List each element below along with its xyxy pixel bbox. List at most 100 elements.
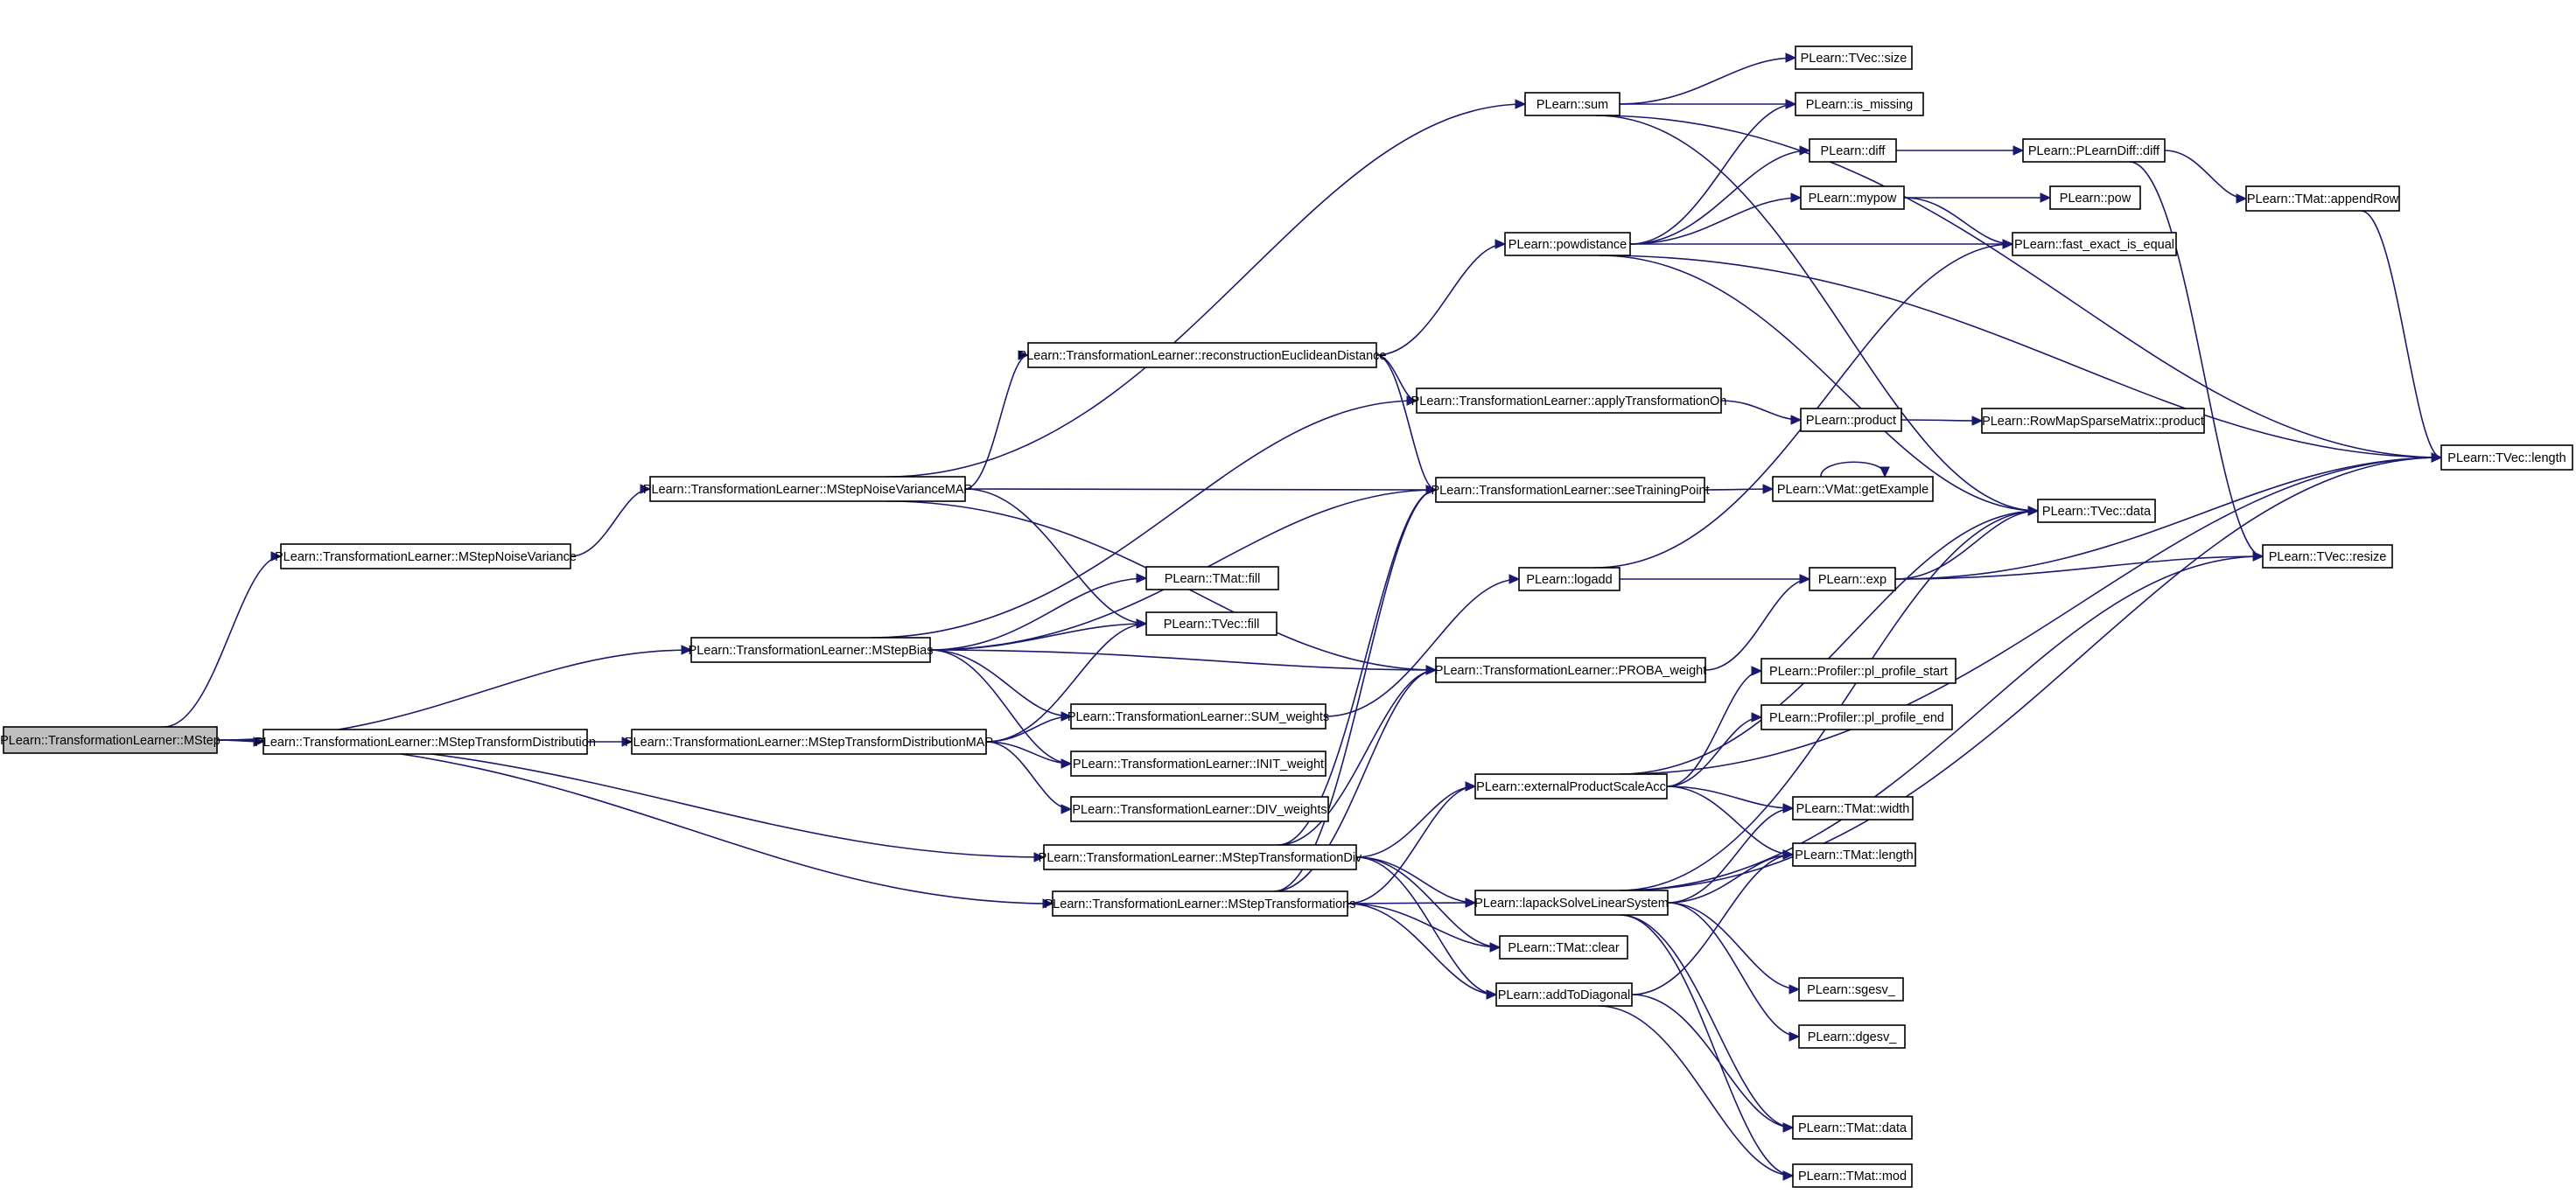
node-tmatlength[interactable]: PLearn::TMat::length	[1792, 842, 1916, 867]
node-msteptdmap[interactable]: PLearn::TransformationLearner::MStepTran…	[625, 729, 993, 755]
node-seeTP[interactable]: PLearn::TransformationLearner::seeTraini…	[1431, 477, 1710, 503]
node-pldiff[interactable]: PLearn::PLearnDiff::diff	[2022, 138, 2166, 163]
arrowhead	[1060, 711, 1073, 722]
node-box	[1524, 92, 1620, 116]
node-ppstart[interactable]: PLearn::Profiler::pl_profile_start	[1760, 658, 1956, 684]
node-proba[interactable]: PLearn::TransformationLearner::PROBA_wei…	[1435, 657, 1707, 683]
node-tmatwidth[interactable]: PLearn::TMat::width	[1792, 796, 1914, 820]
node-mstepnvmap[interactable]: PLearn::TransformationLearner::MStepNois…	[643, 476, 972, 502]
node-box	[1760, 704, 1953, 730]
node-label: PLearn::VMat::getExample	[1777, 483, 1928, 497]
node-sgesv[interactable]: PLearn::sgesv_	[1798, 977, 1904, 1002]
arrowhead	[1508, 574, 1521, 584]
edge-layer	[163, 52, 2443, 1181]
node-logadd[interactable]: PLearn::logadd	[1518, 567, 1620, 591]
node-pow[interactable]: PLearn::pow	[2049, 185, 2141, 210]
edge-line	[1619, 510, 2039, 891]
node-rmsp[interactable]: PLearn::RowMapSparseMatrix::product	[1981, 408, 2205, 434]
node-diff[interactable]: PLearn::diff	[1809, 138, 1897, 163]
node-initw[interactable]: PLearn::TransformationLearner::INIT_weig…	[1070, 751, 1326, 777]
edge-line	[1720, 400, 1802, 421]
node-tvecfill[interactable]: PLearn::TVec::fill	[1145, 611, 1278, 636]
node-extprod[interactable]: PLearn::externalProductScaleAcc	[1474, 773, 1668, 799]
node-label: PLearn::TVec::fill	[1164, 618, 1260, 632]
node-mstep[interactable]: PLearn::TransformationLearner::MStep	[0, 726, 220, 754]
edge-mstep-to-msteptdiv	[216, 739, 1046, 862]
node-box	[1504, 232, 1631, 256]
arrowhead	[1489, 942, 1502, 953]
node-label: PLearn::TransformationLearner::DIV_weigh…	[1072, 803, 1326, 817]
edge-line	[1376, 243, 1506, 356]
edge-line	[1598, 1005, 1794, 1177]
node-tmatfill[interactable]: PLearn::TMat::fill	[1145, 566, 1279, 590]
node-mstepbias[interactable]: PLearn::TransformationLearner::MStepBias	[689, 637, 934, 663]
node-tvecresize[interactable]: PLearn::TVec::resize	[2262, 544, 2393, 569]
node-applyT[interactable]: PLearn::TransformationLearner::applyTran…	[1411, 388, 1727, 414]
node-sum[interactable]: PLearn::sum	[1524, 92, 1620, 116]
node-tveclength[interactable]: PLearn::TVec::length	[2440, 444, 2573, 471]
arrowhead	[1782, 849, 1795, 860]
edge-lapack-to-dgesv	[1667, 902, 1801, 1042]
node-tmatdata[interactable]: PLearn::TMat::data	[1792, 1115, 1913, 1140]
edge-powdist-to-feie	[1630, 239, 2014, 249]
edge-line	[1347, 903, 1497, 995]
arrowhead	[1136, 618, 1148, 629]
node-mstept[interactable]: PLearn::TransformationLearner::MStepTran…	[1045, 890, 1356, 917]
edge-addtodiag-to-tmatdata	[1631, 994, 1795, 1133]
node-recon[interactable]: PLearn::TransformationLearner::reconstru…	[1018, 342, 1387, 368]
edge-line	[1619, 510, 2039, 775]
node-ismissing[interactable]: PLearn::is_missing	[1795, 92, 1924, 116]
node-tmatclear[interactable]: PLearn::TMat::clear	[1499, 935, 1628, 960]
edge-line	[216, 739, 1054, 904]
node-tmatmod[interactable]: PLearn::TMat::mod	[1792, 1163, 1913, 1188]
node-label: PLearn::is_missing	[1806, 98, 1914, 112]
edge-recon-to-powdist	[1376, 239, 1507, 356]
arrowhead	[1785, 52, 1797, 63]
node-layer: PLearn::TransformationLearner::MStepPLea…	[0, 45, 2573, 1188]
edge-line	[1325, 578, 1520, 717]
arrowhead	[1486, 989, 1498, 1000]
node-msteptdiv[interactable]: PLearn::TransformationLearner::MStepTran…	[1039, 844, 1362, 870]
arrowhead	[2252, 551, 2264, 562]
node-tvecsize[interactable]: PLearn::TVec::size	[1795, 45, 1913, 70]
node-mstepnv[interactable]: PLearn::TransformationLearner::MStepNois…	[275, 543, 577, 569]
node-exp[interactable]: PLearn::exp	[1809, 567, 1896, 591]
node-label: PLearn::Profiler::pl_profile_start	[1769, 665, 1948, 679]
edge-mstepbias-to-proba	[929, 649, 1438, 675]
node-feie[interactable]: PLearn::fast_exact_is_equal	[2012, 232, 2177, 256]
arrowhead	[1790, 192, 1802, 203]
edge-mstepnvmap-to-recon	[964, 350, 1030, 490]
node-label: PLearn::fast_exact_is_equal	[2014, 238, 2174, 252]
edge-line	[1355, 786, 1476, 858]
arrowhead	[1788, 1031, 1801, 1042]
node-label: PLearn::TransformationLearner::MStepTran…	[625, 736, 993, 750]
node-addtodiag[interactable]: PLearn::addToDiagonal	[1495, 982, 1633, 1007]
node-lapack[interactable]: PLearn::lapackSolveLinearSystem	[1474, 890, 1669, 916]
node-box	[2012, 232, 2177, 256]
node-appendrow[interactable]: PLearn::TMat::appendRow	[2245, 185, 2400, 212]
edge-mstepnv-to-mstepnvmap	[570, 484, 652, 557]
node-label: PLearn::TransformationLearner::seeTraini…	[1431, 484, 1709, 498]
node-product[interactable]: PLearn::product	[1800, 408, 1902, 432]
node-tvecdata[interactable]: PLearn::TVec::data	[2037, 499, 2156, 523]
node-dgesv[interactable]: PLearn::dgesv_	[1798, 1024, 1906, 1049]
node-ppend[interactable]: PLearn::Profiler::pl_profile_end	[1760, 704, 1953, 730]
node-msteptd[interactable]: PLearn::TransformationLearner::MStepTran…	[255, 729, 596, 755]
node-mypow[interactable]: PLearn::mypow	[1800, 185, 1905, 210]
arrowhead	[681, 645, 693, 655]
edge-extprod-to-tvecdata	[1619, 506, 2040, 775]
node-getex[interactable]: PLearn::VMat::getExample	[1772, 476, 1934, 502]
edge-lapack-to-tmatwidth	[1667, 803, 1795, 904]
node-label: PLearn::sgesv_	[1807, 983, 1896, 997]
node-label: PLearn::TransformationLearner::reconstru…	[1018, 349, 1387, 363]
edge-line	[1631, 994, 1794, 1128]
node-sumw[interactable]: PLearn::TransformationLearner::SUM_weigh…	[1068, 703, 1329, 730]
node-box	[1052, 890, 1348, 917]
arrowhead	[1425, 665, 1438, 675]
edge-line	[2361, 210, 2442, 458]
edge-addtodiag-to-tmatlength	[1631, 849, 1795, 995]
edge-mstept-to-lapack	[1347, 897, 1477, 908]
node-divw[interactable]: PLearn::TransformationLearner::DIV_weigh…	[1070, 796, 1329, 822]
edge-mstept-to-addtodiag	[1347, 903, 1498, 1000]
node-powdist[interactable]: PLearn::powdistance	[1504, 232, 1631, 256]
